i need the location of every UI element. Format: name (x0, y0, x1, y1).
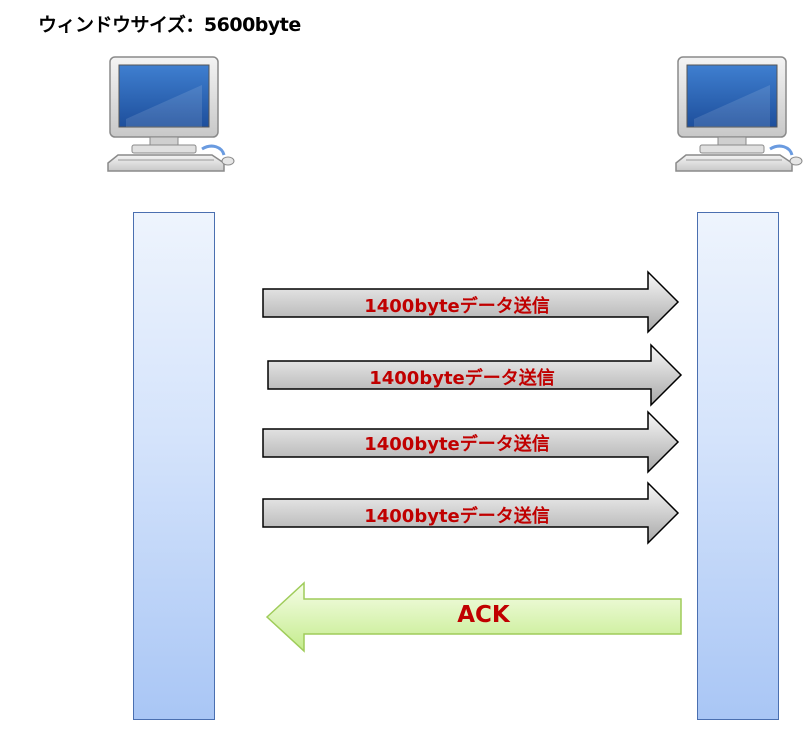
data-segment-label-3: 1400byteデータ送信 (364, 434, 550, 455)
window-size-title: ウィンドウサイズ：5600byte (38, 14, 301, 36)
data-segment-arrow-2: 1400byteデータ送信 (267, 343, 683, 407)
ack-arrow: ACK (265, 581, 684, 653)
data-segment-arrow-4: 1400byteデータ送信 (262, 481, 680, 545)
sender-computer-icon (104, 55, 236, 187)
data-segment-label-2: 1400byteデータ送信 (369, 368, 555, 389)
data-segment-label-4: 1400byteデータ送信 (364, 506, 550, 527)
receiver-computer-icon (672, 55, 804, 187)
receiver-lifeline (697, 212, 779, 720)
ack-label: ACK (457, 602, 510, 628)
data-segment-arrow-1: 1400byteデータ送信 (262, 270, 680, 334)
data-segment-label-1: 1400byteデータ送信 (364, 296, 550, 317)
sender-lifeline (133, 212, 215, 720)
data-segment-arrow-3: 1400byteデータ送信 (262, 410, 680, 474)
